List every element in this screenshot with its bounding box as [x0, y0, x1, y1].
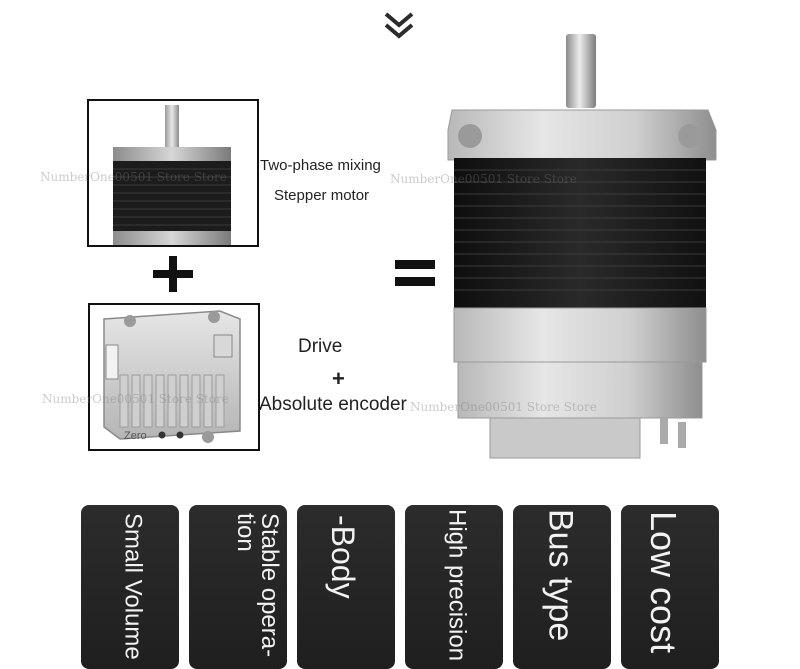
feature-card-bus-type: Bus type [513, 505, 611, 669]
feature-card-high-precision: High precision [405, 505, 503, 669]
feature-text: -Body [324, 515, 361, 599]
encoder-label: Absolute encoder [259, 394, 407, 415]
feature-text: Low cost [642, 511, 684, 654]
stepper-motor-image-frame [87, 99, 259, 247]
zero-button-label: Zero [124, 430, 147, 442]
feature-text: Bus type [541, 509, 580, 642]
feature-card-low-cost: Low cost [621, 505, 719, 669]
driver-encoder-image [103, 310, 241, 443]
plus-icon [153, 256, 193, 292]
stepper-motor-image [113, 105, 231, 245]
driver-encoder-image-frame [88, 303, 260, 451]
equals-icon [395, 260, 435, 286]
motor-label-line1: Two-phase mixing [260, 157, 381, 174]
feature-text: Small Volume [119, 513, 147, 660]
motor-label-line2: Stepper motor [274, 187, 370, 204]
plus-label: + [332, 366, 345, 391]
feature-card-small-volume: Small Volume [81, 505, 179, 669]
feature-text: Stable opera-tion [232, 513, 284, 658]
chevron-double-down-icon [384, 12, 414, 39]
feature-text: High precision [443, 509, 471, 662]
feature-card-stable-operation: Stable opera-tion [189, 505, 287, 669]
integrated-servo-motor-image [447, 34, 717, 459]
feature-card-body: -Body [297, 505, 395, 669]
drive-label: Drive [298, 336, 343, 357]
